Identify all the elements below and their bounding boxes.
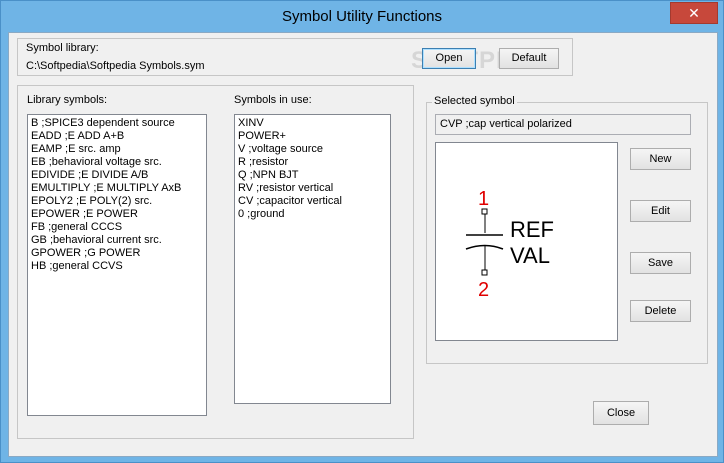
list-item[interactable]: FB ;general CCCS <box>31 221 123 233</box>
list-item[interactable]: EB ;behavioral voltage src. <box>31 156 162 168</box>
symbol-library-path: C:\Softpedia\Softpedia Symbols.sym <box>26 60 205 72</box>
default-button[interactable]: Default <box>499 48 559 69</box>
list-item[interactable]: B ;SPICE3 dependent source <box>31 117 175 129</box>
val-label: VAL <box>510 243 550 268</box>
ref-label: REF <box>510 217 554 242</box>
symbol-library-group <box>17 38 573 76</box>
list-item[interactable]: EPOLY2 ;E POLY(2) src. <box>31 195 153 207</box>
dialog-client: Symbol library: C:\Softpedia\Softpedia S… <box>8 32 718 457</box>
save-button[interactable]: Save <box>630 252 691 274</box>
symbol-library-label: Symbol library: <box>26 42 99 54</box>
delete-button[interactable]: Delete <box>630 300 691 322</box>
list-item[interactable]: HB ;general CCVS <box>31 260 123 272</box>
open-button[interactable]: Open <box>422 48 476 69</box>
pin-2-label: 2 <box>478 279 489 301</box>
list-item[interactable]: R ;resistor <box>238 156 289 168</box>
symbols-in-use-list[interactable]: XINV POWER+ V ;voltage source R ;resisto… <box>234 114 391 404</box>
symbols-in-use-label: Symbols in use: <box>234 94 312 106</box>
list-item[interactable]: EADD ;E ADD A+B <box>31 130 125 142</box>
library-symbols-list[interactable]: B ;SPICE3 dependent source EADD ;E ADD A… <box>27 114 207 416</box>
capacitor-symbol-graphic: 1 2 REF VAL <box>465 188 554 301</box>
title-bar: Symbol Utility Functions ✕ <box>1 1 723 32</box>
close-window-button[interactable]: ✕ <box>670 2 718 24</box>
library-symbols-label: Library symbols: <box>27 94 108 106</box>
window-title: Symbol Utility Functions <box>281 8 443 25</box>
symbol-preview: 1 2 REF VAL <box>435 142 618 341</box>
list-item[interactable]: RV ;resistor vertical <box>238 182 334 194</box>
selected-symbol-label: Selected symbol <box>432 95 517 107</box>
list-item[interactable]: 0 ;ground <box>238 208 285 220</box>
list-item[interactable]: CV ;capacitor vertical <box>238 195 342 207</box>
symbols-group <box>17 85 414 439</box>
list-item[interactable]: EPOWER ;E POWER <box>31 208 138 220</box>
list-item[interactable]: V ;voltage source <box>238 143 323 155</box>
selected-symbol-group <box>426 102 708 364</box>
list-item[interactable]: EDIVIDE ;E DIVIDE A/B <box>31 169 149 181</box>
list-item[interactable]: GB ;behavioral current src. <box>31 234 162 246</box>
selected-symbol-field: CVP ;cap vertical polarized <box>435 114 691 135</box>
close-button[interactable]: Close <box>593 401 649 425</box>
list-item[interactable]: XINV <box>238 117 264 129</box>
list-item[interactable]: GPOWER ;G POWER <box>31 247 141 259</box>
list-item[interactable]: EMULTIPLY ;E MULTIPLY AxB <box>31 182 182 194</box>
new-button[interactable]: New <box>630 148 691 170</box>
pin-1-label: 1 <box>478 188 489 210</box>
list-item[interactable]: POWER+ <box>238 130 286 142</box>
list-item[interactable]: EAMP ;E src. amp <box>31 143 121 155</box>
edit-button[interactable]: Edit <box>630 200 691 222</box>
list-item[interactable]: Q ;NPN BJT <box>238 169 299 181</box>
